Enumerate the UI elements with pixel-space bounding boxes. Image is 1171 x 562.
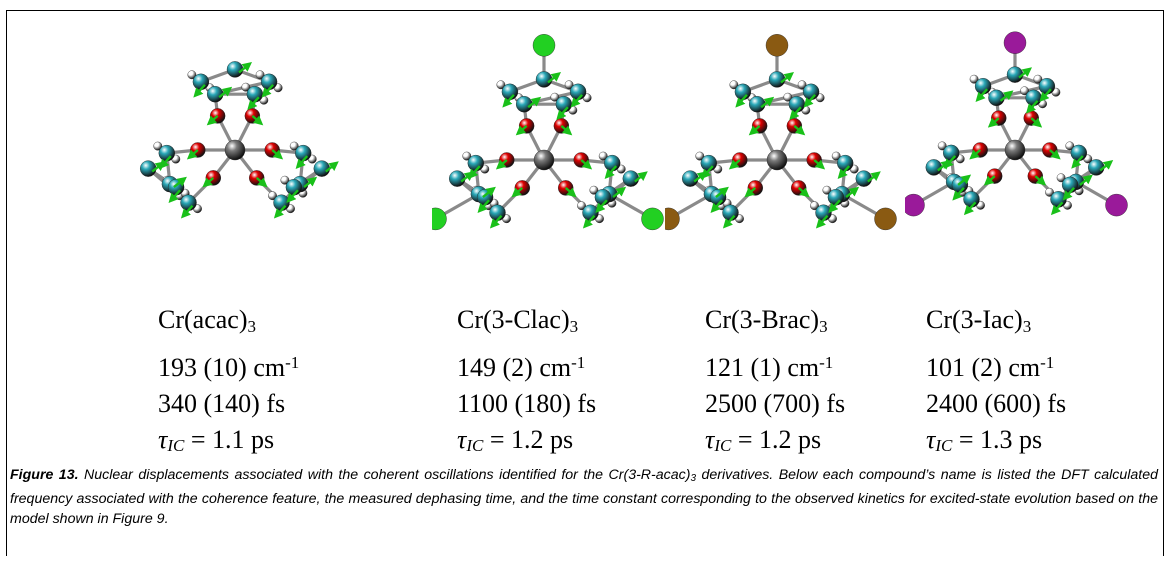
compound-label-clac: Cr(3-Clac)3 149 (2) cm-1 1100 (180) fs τ… [457, 302, 596, 464]
molecule-cr-3-iac [905, 31, 1128, 217]
compound-dephasing: 2500 (700) fs [705, 389, 846, 418]
compound-name: Cr(3-Clac)3 [457, 305, 579, 336]
compound-tau: τIC = 1.2 ps [457, 425, 574, 455]
compound-frequency: 121 (1) cm-1 [705, 353, 834, 382]
compound-tau: τIC = 1.1 ps [158, 425, 275, 455]
caption-text-cont: derivatives. Below each compound’s name … [10, 467, 1158, 527]
compound-tau: τIC = 1.3 ps [926, 425, 1043, 455]
caption-text: Nuclear displacements associated with th… [78, 467, 691, 483]
compound-name: Cr(3-Iac)3 [926, 305, 1032, 336]
molecule-cr-acac [140, 61, 339, 219]
figure-label: Figure 13. [10, 467, 79, 483]
compound-dephasing: 1100 (180) fs [457, 389, 597, 418]
molecule-cr-3-clac [432, 34, 664, 231]
compound-label-acac: Cr(acac)3 193 (10) cm-1 340 (140) fs τIC… [158, 302, 299, 464]
compound-name: Cr(acac)3 [158, 305, 256, 336]
compound-frequency: 101 (2) cm-1 [926, 353, 1055, 382]
figure-frame [6, 10, 1164, 556]
molecule-cr-3-brac [665, 34, 897, 231]
compound-dephasing: 2400 (600) fs [926, 389, 1067, 418]
compound-frequency: 149 (2) cm-1 [457, 353, 586, 382]
compound-tau: τIC = 1.2 ps [705, 425, 822, 455]
compound-label-iac: Cr(3-Iac)3 101 (2) cm-1 2400 (600) fs τI… [926, 302, 1066, 464]
compound-frequency: 193 (10) cm-1 [158, 353, 300, 382]
compound-dephasing: 340 (140) fs [158, 389, 286, 418]
compound-label-brac: Cr(3-Brac)3 121 (1) cm-1 2500 (700) fs τ… [705, 302, 845, 464]
compound-name: Cr(3-Brac)3 [705, 305, 828, 336]
figure-caption: Figure 13. Nuclear displacements associa… [10, 467, 1158, 527]
